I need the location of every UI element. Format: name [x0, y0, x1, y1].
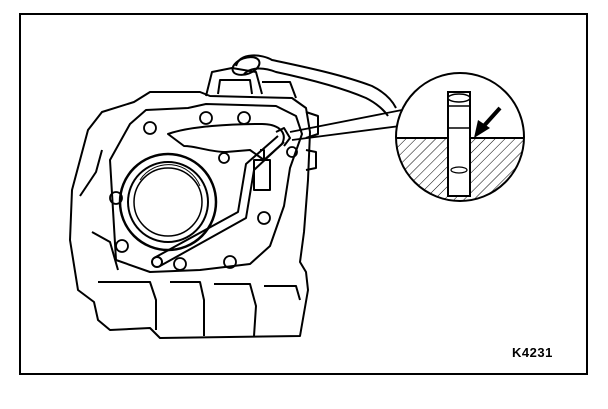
- indicator-arrow: [474, 106, 502, 138]
- border-frame: [19, 13, 588, 375]
- detail-view: [395, 72, 525, 202]
- hose: [231, 54, 397, 117]
- figure-code-label: K4231: [512, 345, 553, 360]
- oil-pipe: [151, 127, 291, 268]
- leader-line: [289, 109, 403, 141]
- bolt-holes: [109, 111, 298, 271]
- gasket-plate: [109, 103, 303, 273]
- cylinder-bore: [118, 152, 218, 252]
